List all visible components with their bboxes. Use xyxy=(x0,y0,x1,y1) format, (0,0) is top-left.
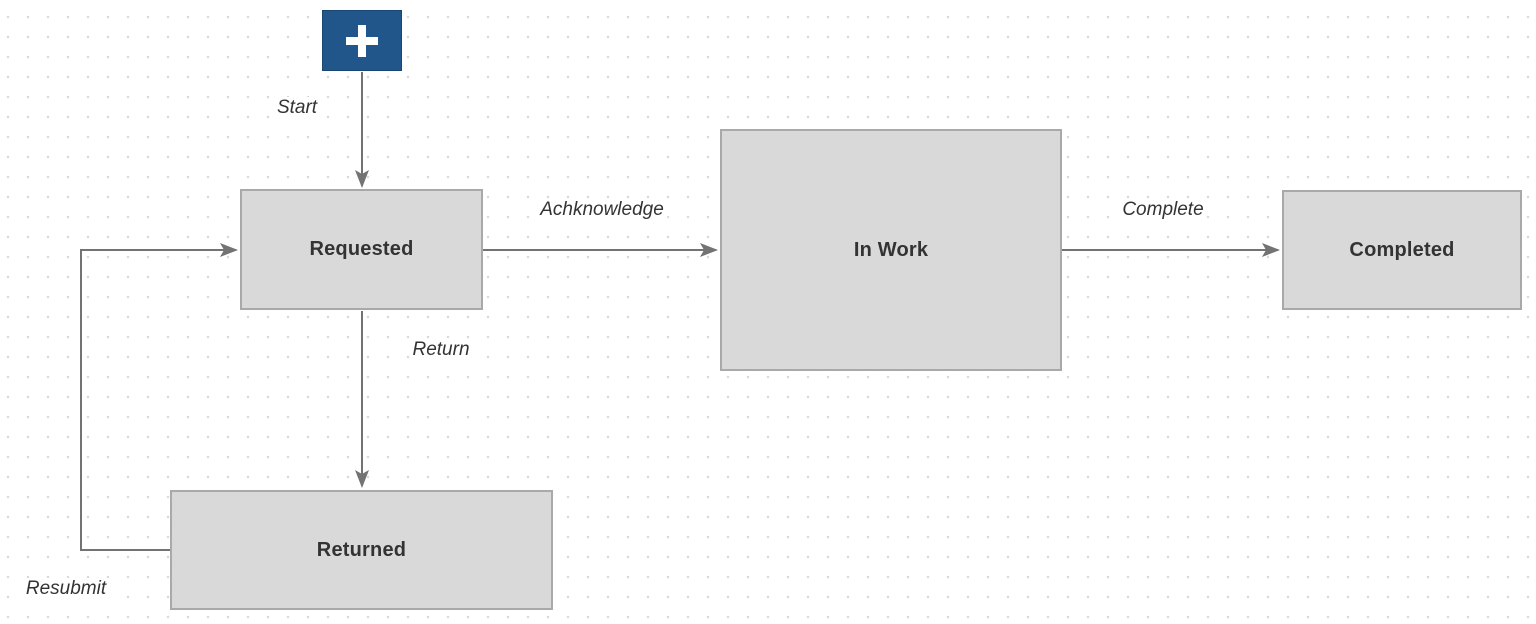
node-requested-label: Requested xyxy=(309,238,414,260)
edge-label-return: Return xyxy=(409,339,473,361)
node-in-work[interactable]: In Work xyxy=(720,129,1062,371)
node-returned[interactable]: Returned xyxy=(170,490,553,610)
node-in-work-label: In Work xyxy=(853,238,929,261)
edge-resubmit[interactable] xyxy=(80,243,238,551)
edge-label-achknowledge: Achknowledge xyxy=(537,199,667,221)
node-completed[interactable]: Completed xyxy=(1282,190,1522,310)
edge-label-resubmit: Resubmit xyxy=(22,578,110,600)
edge-label-start: Start xyxy=(273,97,321,119)
node-requested[interactable]: Requested xyxy=(240,189,483,310)
start-button[interactable] xyxy=(322,10,402,71)
edge-label-complete: Complete xyxy=(1119,199,1207,221)
node-completed-label: Completed xyxy=(1349,238,1455,261)
plus-icon xyxy=(346,24,378,57)
node-returned-label: Returned xyxy=(316,538,407,561)
